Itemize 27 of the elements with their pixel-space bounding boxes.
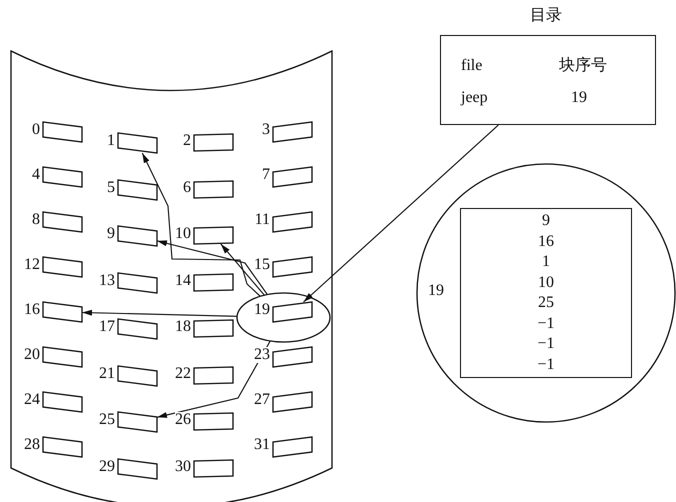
index-entry: 16 — [537, 234, 555, 250]
block-number: 5 — [107, 180, 115, 196]
block-number: 6 — [183, 180, 191, 196]
index-entry: 25 — [537, 295, 555, 311]
block-number: 13 — [99, 272, 115, 288]
arrow — [303, 124, 499, 302]
arrow — [156, 340, 271, 418]
table-cell: file — [461, 58, 482, 74]
index-entry: −1 — [536, 336, 556, 352]
index-entry: 9 — [541, 213, 551, 229]
block-number: 19 — [428, 283, 444, 299]
index-entry: −1 — [536, 316, 556, 332]
arrow — [220, 244, 265, 296]
arrow — [142, 152, 261, 297]
table-cell: 19 — [571, 90, 587, 106]
arrow — [156, 240, 268, 295]
index-entry: −1 — [536, 356, 556, 372]
index-block-table — [460, 208, 632, 378]
arrow — [82, 310, 238, 317]
table-cell: jeep — [461, 90, 488, 106]
block-number: 29 — [99, 458, 115, 474]
block-number: 23 — [254, 347, 270, 363]
index-entry: 10 — [537, 274, 555, 290]
index-entry: 1 — [541, 254, 551, 270]
directory-title: 目录 — [530, 8, 562, 24]
table-cell: 块序号 — [559, 58, 607, 74]
block-number: 30 — [175, 458, 191, 474]
